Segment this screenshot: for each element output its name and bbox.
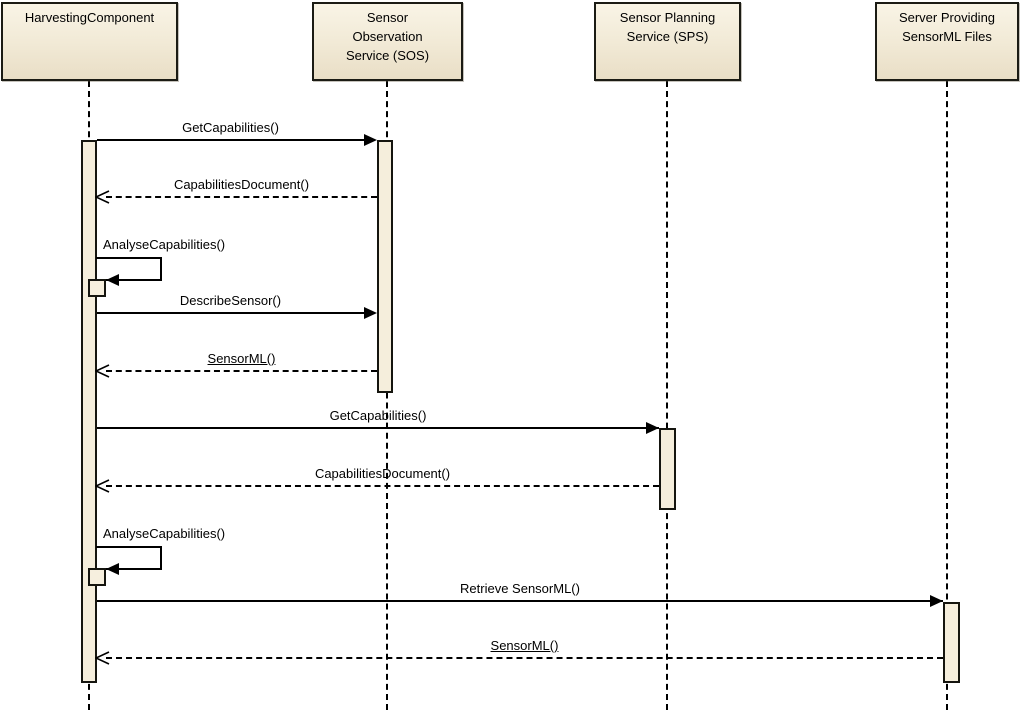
- lifeline-sos: [386, 81, 388, 710]
- arrowhead-filled-icon: [106, 274, 119, 286]
- message-line: [97, 600, 943, 602]
- message-line: [97, 427, 659, 429]
- lifeline-sps: [666, 81, 668, 710]
- message-label: CapabilitiesDocument(): [314, 466, 451, 481]
- activation-bar-sps: [659, 428, 676, 510]
- message-line: [106, 196, 377, 198]
- actor-name: HarvestingComponent: [24, 10, 155, 25]
- self-message-loop: [96, 257, 162, 281]
- arrowhead-filled-icon: [364, 307, 377, 319]
- message-label: SensorML(): [490, 638, 559, 653]
- actor-name-line: Service (SOS): [345, 48, 430, 63]
- arrowhead-open-icon: [95, 190, 110, 204]
- message-line: [106, 485, 659, 487]
- actor-name-line: Service (SPS): [626, 29, 709, 44]
- activation-bar-harvesting-component: [81, 140, 97, 683]
- actor-name-line: Sensor Planning: [619, 10, 716, 25]
- actor-name-line: Sensor: [366, 10, 409, 25]
- activation-bar-sos: [377, 140, 393, 393]
- nested-activation-harvesting-component: [88, 279, 106, 297]
- message-line: [97, 139, 364, 141]
- nested-activation-harvesting-component: [88, 568, 106, 586]
- actor-name-line: Observation: [352, 29, 423, 44]
- message-label: GetCapabilities(): [182, 120, 279, 135]
- message-line: [97, 312, 364, 314]
- message-label: Retrieve SensorML(): [460, 581, 580, 596]
- message-label: SensorML(): [207, 351, 276, 366]
- self-message-loop: [96, 546, 162, 570]
- actor-box-sps: Sensor Planning Service (SPS): [594, 2, 741, 81]
- arrowhead-filled-icon: [646, 422, 659, 434]
- arrowhead-filled-icon: [930, 595, 943, 607]
- actor-box-harvesting-component: HarvestingComponent: [1, 2, 178, 81]
- arrowhead-open-icon: [95, 364, 110, 378]
- arrowhead-open-icon: [95, 651, 110, 665]
- actor-box-sos: Sensor Observation Service (SOS): [312, 2, 463, 81]
- message-line: [106, 370, 377, 372]
- actor-box-sensorml-server: Server Providing SensorML Files: [875, 2, 1019, 81]
- actor-name-line: SensorML Files: [902, 29, 992, 44]
- arrowhead-filled-icon: [106, 563, 119, 575]
- message-line: [106, 657, 943, 659]
- arrowhead-filled-icon: [364, 134, 377, 146]
- lifeline-sensorml-server: [946, 81, 948, 710]
- message-label: GetCapabilities(): [329, 408, 427, 423]
- message-label: DescribeSensor(): [179, 293, 282, 308]
- message-label: AnalyseCapabilities(): [103, 526, 226, 541]
- activation-bar-sensorml-server: [943, 602, 960, 683]
- message-label: AnalyseCapabilities(): [103, 237, 226, 252]
- message-label: CapabilitiesDocument(): [173, 177, 310, 192]
- actor-name-line: Server Providing: [898, 10, 996, 25]
- arrowhead-open-icon: [95, 479, 110, 493]
